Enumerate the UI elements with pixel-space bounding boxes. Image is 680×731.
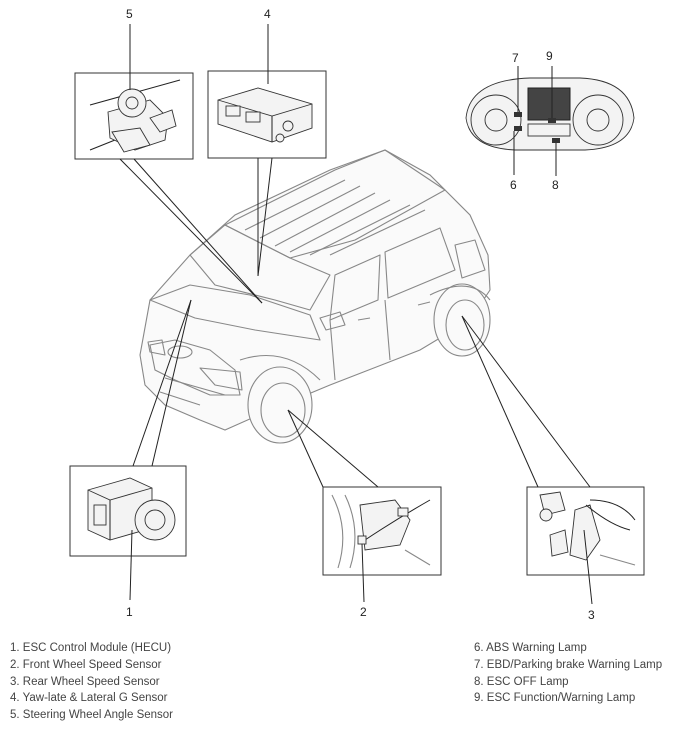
legend-item-5: 5. Steering Wheel Angle Sensor [10,709,174,722]
legend-item-7: 7. EBD/Parking brake Warning Lamp [474,658,663,671]
legend-item-2: 2. Front Wheel Speed Sensor [10,658,162,671]
vehicle-illustration [139,149,491,444]
legend-item-4: 4. Yaw-late & Lateral G Sensor [10,692,168,705]
callout-3: 3 [588,608,595,622]
callout-4: 4 [264,7,271,21]
callout-5: 5 [126,7,133,21]
callout-6: 6 [510,178,517,192]
front-wheel-sensor-inset [322,486,442,603]
steering-angle-sensor-inset [74,24,194,160]
rear-wheel-sensor-inset [526,486,645,605]
legend-item-1: 1. ESC Control Module (HECU) [10,642,172,654]
legend-item-9: 9. ESC Function/Warning Lamp [474,692,636,705]
hecu-inset [69,465,187,601]
instrument-cluster [465,66,635,176]
legend-left: 1. ESC Control Module (HECU) 2. Front Wh… [10,640,173,724]
callout-2: 2 [360,605,367,619]
leader-lines [119,157,591,488]
legend-item-8: 8. ESC OFF Lamp [474,675,569,688]
callout-8: 8 [552,178,559,192]
callout-9: 9 [546,49,553,63]
yaw-sensor-inset [207,24,327,159]
legend-item-3: 3. Rear Wheel Speed Sensor [10,675,160,688]
legend-item-6: 6. ABS Warning Lamp [474,642,587,654]
legend-right: 6. ABS Warning Lamp 7. EBD/Parking brake… [474,640,662,707]
callout-7: 7 [512,51,519,65]
callout-1: 1 [126,605,133,619]
